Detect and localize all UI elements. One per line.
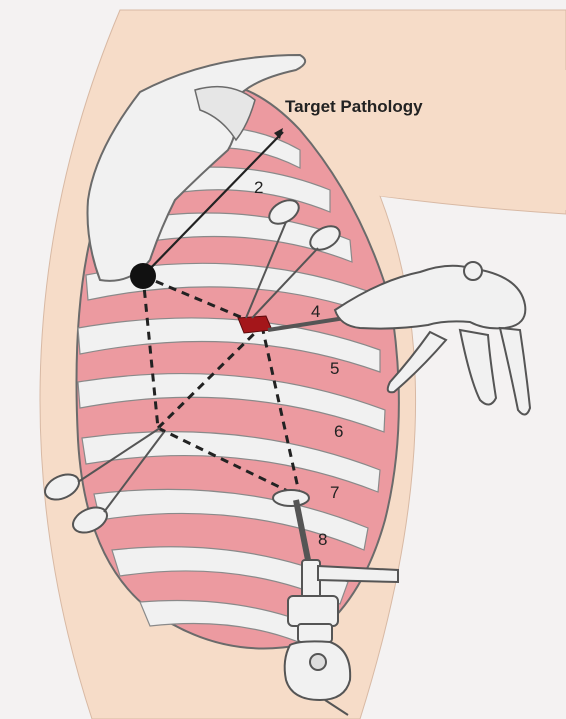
- port-triangulation-lines: [141, 274, 302, 499]
- thoracoscope-icon: [272, 489, 399, 716]
- rib-label-5: 5: [330, 359, 339, 378]
- forceps-icon: [44, 427, 165, 534]
- target-arrow-head: [274, 128, 283, 139]
- rib-label-8: 8: [318, 530, 327, 549]
- rib-label-2: 2: [254, 178, 263, 197]
- rib-8: [93, 488, 369, 551]
- port-dot: [130, 263, 156, 289]
- rib-9: [111, 546, 349, 605]
- shoulder-skin: [230, 47, 566, 210]
- acromion: [194, 85, 256, 142]
- target-arrow-line: [142, 131, 284, 277]
- lesion: [237, 315, 273, 334]
- target-pathology-label: Target Pathology: [285, 97, 423, 116]
- rib-7: [81, 431, 381, 493]
- rib-label-7: 7: [330, 483, 339, 502]
- rib-label-4: 4: [311, 302, 320, 321]
- rib-label-6: 6: [334, 422, 343, 441]
- scapula-icon: [86, 53, 307, 282]
- forceps-icon: [245, 199, 341, 319]
- scope-grip-icon: [267, 261, 532, 416]
- rib-5: [77, 317, 381, 373]
